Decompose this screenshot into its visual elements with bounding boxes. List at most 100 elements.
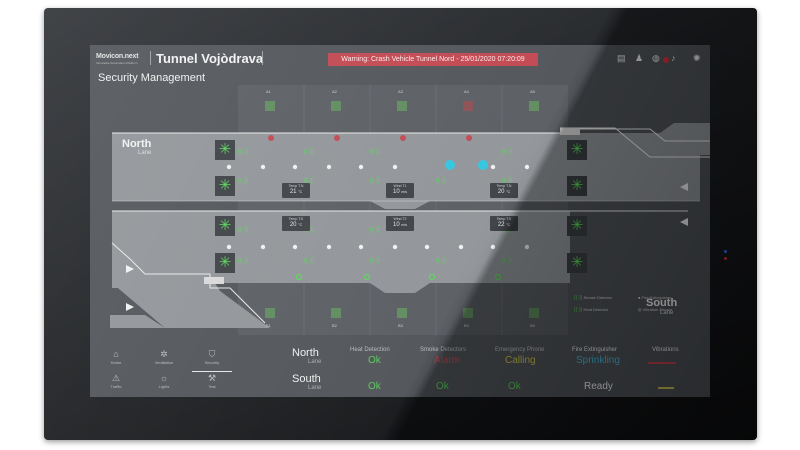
- bay-label-bottom: B1: [266, 323, 271, 328]
- nav-lights[interactable]: ☼Lights: [144, 373, 184, 395]
- bay-label-top: A3: [398, 89, 403, 94]
- title-divider-right: [262, 51, 263, 65]
- north-vibration-bar: [648, 362, 676, 364]
- header-vibrations: Vibrations: [652, 347, 679, 353]
- warning-banner[interactable]: Warning: Crash Vehicle Tunnel Nord - 25/…: [328, 53, 538, 66]
- svg-text:((·)): ((·)): [370, 149, 380, 155]
- north-heat-status: Ok: [368, 355, 381, 366]
- svg-text:((·)): ((·)): [304, 258, 314, 264]
- top-bar: Movicon.next Innovative Automation Platf…: [90, 45, 710, 71]
- svg-text:((·)): ((·)): [370, 178, 380, 184]
- fan-icon[interactable]: ✳: [567, 176, 587, 196]
- south-heat-status: Ok: [368, 381, 381, 392]
- north-phone-status: Calling: [505, 355, 536, 366]
- bay-label-bottom: B2: [332, 323, 337, 328]
- temperature-sensor-south[interactable]: Temp T.S 20 °C: [282, 216, 310, 231]
- fan-icon: ✲: [160, 349, 168, 359]
- bay-label-top: A2: [332, 89, 337, 94]
- bay-label-bottom: B3: [398, 323, 403, 328]
- bay-label-top: A1: [266, 89, 271, 94]
- svg-text:((·)): ((·)): [238, 258, 248, 264]
- svg-text:((·)): ((·)): [238, 227, 248, 233]
- home-icon: ⌂: [113, 349, 119, 359]
- temperature-sensor-south[interactable]: Temp T.S 22 °C: [490, 216, 518, 231]
- globe-icon[interactable]: ◍: [652, 53, 660, 63]
- fan-icon[interactable]: ✳: [567, 140, 587, 160]
- legend-extinguisher: ● Fire Extinguisher: [638, 295, 672, 300]
- north-lane-label: North: [122, 138, 152, 150]
- bay-label-bottom: B5: [530, 323, 535, 328]
- fan-icon[interactable]: ✳: [567, 253, 587, 273]
- bulb-icon: ☼: [159, 373, 169, 383]
- gear-icon[interactable]: ✺: [693, 53, 701, 63]
- report-icon[interactable]: ▤: [617, 53, 626, 63]
- emergency-phone-calling: [463, 101, 473, 111]
- south-vibration-bar: [658, 387, 674, 389]
- nav-traffic[interactable]: ⚠Traffic: [96, 373, 136, 395]
- bell-icon[interactable]: ♪: [671, 53, 676, 63]
- svg-text:((·)): ((·)): [436, 178, 446, 184]
- bay-label-bottom: B4: [464, 323, 469, 328]
- temperature-sensor-north[interactable]: Temp T.N 20 °C: [490, 183, 518, 198]
- brand-logo: Movicon.next: [96, 53, 139, 60]
- south-extinguisher-status: Ready: [584, 381, 613, 392]
- power-led-red: [724, 257, 727, 260]
- status-south-sublabel: Lane: [308, 385, 322, 391]
- north-extinguisher-status: Sprinkling: [576, 355, 620, 366]
- tools-icon: ⚒: [207, 373, 217, 383]
- brand-subtitle: Innovative Automation Platform: [96, 61, 138, 65]
- wind-sensor-south[interactable]: Wind T2 10 m/s: [386, 216, 414, 231]
- svg-text:((·)): ((·)): [304, 149, 314, 155]
- nav-ventilation[interactable]: ✲Ventilation: [144, 349, 184, 371]
- north-ramp-block: [560, 128, 580, 135]
- svg-text:((·)): ((·)): [502, 149, 512, 155]
- hmi-screen: Movicon.next Innovative Automation Platf…: [90, 45, 710, 397]
- legend-smoke: ((·)) Smoke Detector: [574, 295, 613, 301]
- fan-icon[interactable]: ✳: [215, 176, 235, 196]
- svg-text:((·)): ((·)): [370, 258, 380, 264]
- legend-vibration: ◎ Vibration Sensor: [638, 307, 673, 312]
- tunnel-map: ((·))((·)) ((·))((·)) ((·))((·)) ((·))((…: [90, 83, 710, 338]
- svg-text:((·)): ((·)): [238, 178, 248, 184]
- status-south-lane: South: [292, 373, 321, 385]
- tunnel-map-drawing: ((·))((·)) ((·))((·)) ((·))((·)) ((·))((…: [110, 85, 710, 335]
- wind-sensor-north[interactable]: Wind T1 10 m/s: [386, 183, 414, 198]
- traffic-icon: ⚠: [111, 373, 121, 383]
- svg-text:((·)): ((·)): [502, 258, 512, 264]
- status-north-lane: North: [292, 347, 319, 359]
- fan-icon[interactable]: ✳: [215, 140, 235, 160]
- power-led-blue: [724, 250, 727, 253]
- nav-home[interactable]: ⌂Home: [96, 349, 136, 371]
- fan-icon[interactable]: ✳: [567, 216, 587, 236]
- notification-badge: [663, 57, 669, 63]
- bottom-navigation: ⌂Home ✲Ventilation ⛉Security ⚠Traffic ☼L…: [90, 345, 260, 397]
- nav-security[interactable]: ⛉Security: [192, 349, 232, 372]
- status-panel: Heat Detection Smoke Detectors Emergency…: [260, 345, 710, 397]
- svg-text:((·)): ((·)): [436, 258, 446, 264]
- north-lane-sublabel: Lane: [138, 150, 152, 156]
- user-icon[interactable]: ♟: [635, 53, 644, 63]
- bay-label-top: A5: [530, 89, 535, 94]
- title-divider: [150, 51, 151, 65]
- temperature-sensor-north[interactable]: Temp T.N 21 °C: [282, 183, 310, 198]
- header-smoke-detectors: Smoke Detectors: [420, 347, 467, 353]
- north-smoke-status: Alarm: [434, 355, 461, 366]
- extinguisher-icon: ●: [638, 295, 641, 300]
- fan-icon[interactable]: ✳: [215, 253, 235, 273]
- header-emergency-phone: Emergency Phone: [495, 347, 545, 353]
- bay-label-top: A4: [464, 89, 469, 94]
- shield-icon: ⛉: [208, 349, 216, 359]
- fan-icon[interactable]: ✳: [215, 216, 235, 236]
- svg-text:((·)): ((·)): [238, 149, 248, 155]
- south-phone-status: Ok: [508, 381, 521, 392]
- status-north-sublabel: Lane: [308, 359, 322, 365]
- header-fire-extinguisher: Fire Extinguisher: [572, 347, 618, 353]
- bay-area: [238, 85, 568, 335]
- app-title: Tunnel Vojòdrava: [156, 51, 264, 66]
- header-heat-detection: Heat Detection: [350, 347, 390, 353]
- svg-text:((·)): ((·)): [370, 227, 380, 233]
- vibration-sensor-icon: ◎: [638, 307, 642, 312]
- legend-heat: ((·)) Heat Detector: [574, 307, 609, 313]
- heat-detector-icon: ((·)): [574, 307, 583, 313]
- nav-test[interactable]: ⚒Test: [192, 373, 232, 395]
